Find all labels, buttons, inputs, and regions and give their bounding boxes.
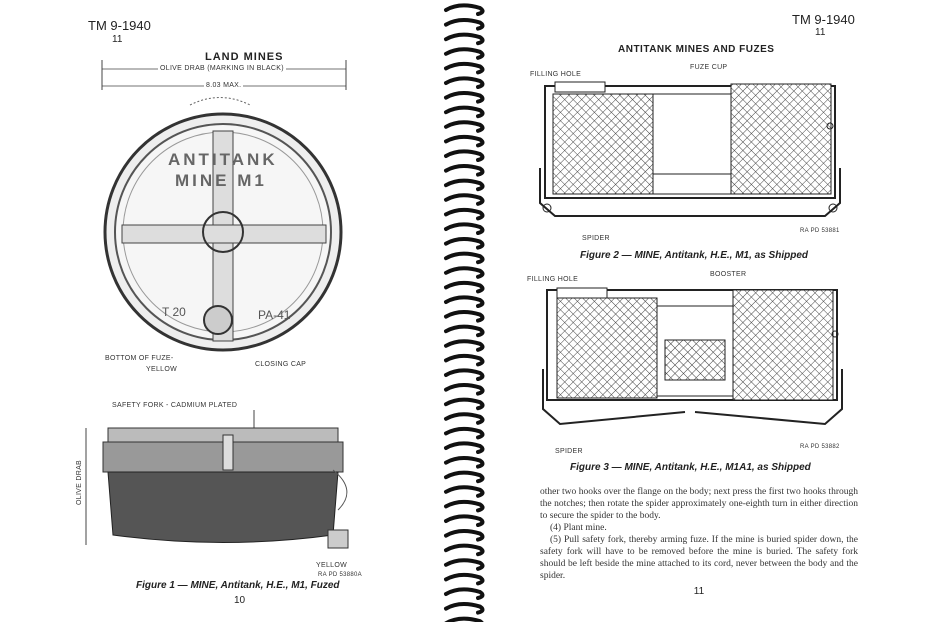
figure-2-diagram [539, 81, 841, 217]
spiral-coil [444, 456, 485, 469]
spiral-coil [444, 310, 485, 323]
right-title: ANTITANK MINES AND FUZES [618, 44, 775, 55]
label-closing-cap: CLOSING CAP [255, 361, 307, 368]
spiral-coil [444, 251, 485, 265]
spiral-coil [444, 383, 485, 396]
spiral-coil [444, 324, 485, 338]
right-header-code: TM 9-1940 [792, 12, 855, 27]
spiral-coil [444, 178, 485, 192]
spiral-coil [444, 207, 485, 221]
body-paragraph-2: (4) Plant mine. [550, 523, 607, 533]
spiral-coil [444, 339, 485, 352]
left-header-code: TM 9-1940 [88, 18, 151, 33]
spiral-coil [444, 91, 485, 104]
dim-size-label: 8.03 MAX. [204, 82, 244, 89]
spiral-coil [444, 543, 485, 557]
spiral-coil [444, 222, 485, 235]
label-yellow: YELLOW [316, 562, 347, 569]
fig2-fuze-cup: FUZE CUP [690, 64, 728, 71]
fig3-booster: BOOSTER [710, 271, 747, 278]
spiral-coil [444, 572, 485, 586]
fig3-spider: SPIDER [555, 448, 583, 455]
spiral-coil [444, 412, 485, 425]
label-safety-fork: SAFETY FORK - CADMIUM PLATED [112, 402, 238, 409]
body-paragraph-3: (5) Pull safety fork, thereby arming fuz… [540, 535, 858, 581]
figure-2-caption: Figure 2 — MINE, Antitank, H.E., M1, as … [580, 250, 808, 261]
spiral-coil [444, 61, 485, 75]
spiral-coil [444, 295, 485, 308]
fig2-ra-code: RA PD 53881 [800, 228, 840, 234]
body-paragraph-1: other two hooks over the flange on the b… [540, 487, 858, 521]
mine-marking-2: MINE M1 [175, 171, 267, 190]
fig3-ra-code: RA PD 53882 [800, 444, 840, 450]
spiral-coil [444, 164, 485, 177]
spiral-coil [444, 149, 485, 162]
left-title: LAND MINES [205, 51, 284, 63]
spiral-coil [444, 353, 485, 367]
figure-3-caption: Figure 3 — MINE, Antitank, H.E., M1A1, a… [570, 462, 811, 473]
spiral-binding [444, 3, 485, 622]
spiral-coil [444, 237, 485, 250]
spiral-coil [444, 616, 484, 622]
fig2-spider: SPIDER [582, 235, 610, 242]
figure-1-caption: Figure 1 — MINE, Antitank, H.E., M1, Fuz… [136, 580, 340, 591]
figure-3-diagram [542, 287, 843, 426]
spiral-coil [444, 558, 485, 571]
body-text-column: other two hooks over the flange on the b… [540, 486, 858, 597]
dim-color-label: OLIVE DRAB (MARKING IN BLACK) [158, 65, 286, 72]
spiral-coil [444, 3, 485, 16]
right-page-number: 11 [693, 586, 705, 597]
right-header-para: 11 [815, 27, 826, 38]
label-olive-drab: OLIVE DRAB [76, 459, 83, 505]
spiral-coil [444, 18, 485, 31]
mine-marking-1: ANTITANK [168, 150, 278, 169]
spiral-coil [444, 280, 485, 294]
fig3-filling-hole: FILLING HOLE [527, 276, 579, 283]
spiral-coil [444, 47, 485, 60]
spiral-coil [444, 426, 485, 440]
spiral-coil [444, 76, 485, 89]
mine-marking-t: T 20 [162, 305, 186, 319]
left-ra-code: RA PD 53880A [318, 572, 362, 578]
spiral-coil [444, 397, 485, 411]
spiral-coil [444, 368, 485, 381]
mine-side-view [85, 410, 349, 549]
spiral-coil [444, 441, 485, 454]
spiral-coil [444, 529, 485, 542]
spiral-coil [444, 120, 485, 133]
left-header-para: 11 [112, 34, 123, 45]
label-fuze-yellow: YELLOW [146, 366, 177, 373]
label-fuze-bottom: BOTTOM OF FUZE- [105, 355, 174, 362]
mine-top-view [103, 97, 343, 352]
spiral-coil [444, 266, 485, 279]
spiral-coil [444, 193, 485, 206]
spiral-coil [444, 485, 485, 498]
mine-marking-pa: PA-41 [258, 308, 291, 322]
spiral-coil [444, 105, 485, 119]
spiral-coil [444, 499, 485, 513]
spiral-coil [444, 32, 485, 46]
spiral-coil [444, 134, 485, 148]
spiral-coil [444, 470, 485, 484]
spiral-coil [444, 587, 485, 600]
left-page-number: 10 [234, 595, 246, 606]
fig2-filling-hole: FILLING HOLE [530, 71, 582, 78]
spiral-coil [444, 514, 485, 527]
spiral-coil [444, 602, 485, 615]
